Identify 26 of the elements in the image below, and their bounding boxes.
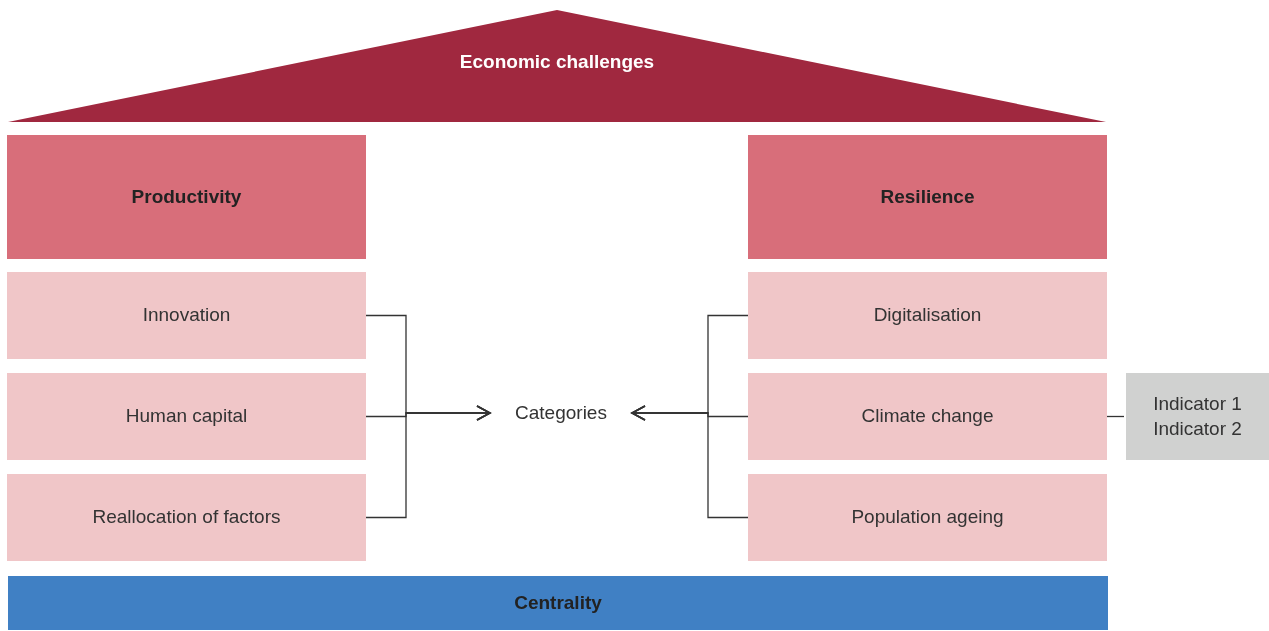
box-label: Reallocation of factors <box>92 505 281 530</box>
connector-arrow <box>631 405 749 519</box>
subcategory-box <box>748 474 1107 561</box>
box-label: Indicator 2 <box>1153 416 1242 441</box>
category-box <box>748 135 1107 259</box>
box-label: Resilience <box>880 184 975 209</box>
box-label: Climate change <box>861 404 994 429</box>
subcategory-box <box>7 474 366 561</box>
category-box <box>7 135 366 259</box>
box-label: Population ageing <box>851 505 1004 530</box>
indicator-box <box>1126 373 1269 460</box>
roof-triangle <box>8 10 1106 122</box>
box-label: Innovation <box>142 303 231 328</box>
subcategory-box <box>7 272 366 359</box>
subcategory-box <box>7 373 366 460</box>
connector-arrow <box>365 405 491 519</box>
category-label: Categories <box>515 400 607 425</box>
foundation-bar <box>8 576 1108 630</box>
box-label: Human capital <box>125 404 248 429</box>
box-label: Digitalisation <box>873 303 982 328</box>
box-label: Centrality <box>514 590 602 615</box>
box-label: Economic challenges <box>459 49 655 74</box>
subcategory-box <box>748 373 1107 460</box>
subcategory-box <box>748 272 1107 359</box>
box-label: Indicator 1 <box>1153 391 1242 416</box>
box-label: Productivity <box>131 184 242 209</box>
